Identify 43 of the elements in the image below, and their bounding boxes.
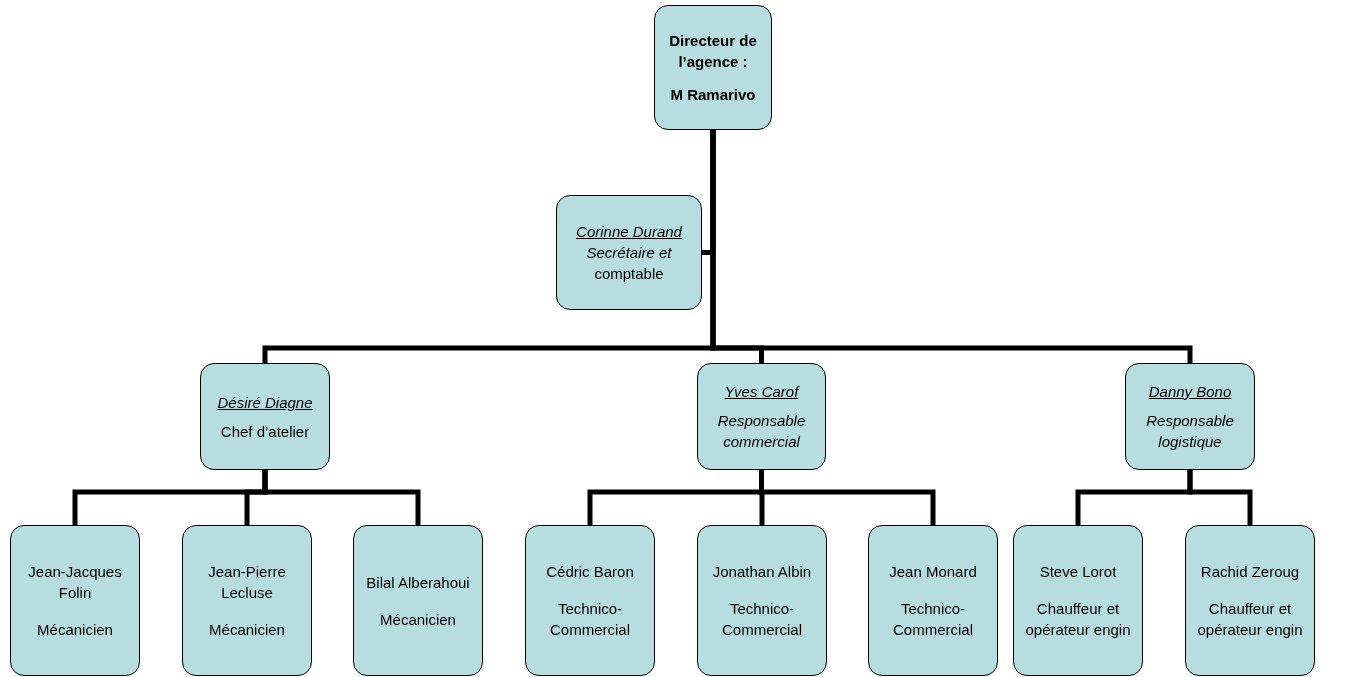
person-name: Yves Carof	[724, 382, 799, 402]
job-title: Technico-Commercial	[721, 599, 803, 640]
person-name: Steve Lorot	[1039, 562, 1117, 582]
person-box	[1125, 363, 1255, 470]
person-name: Rachid Zeroug	[1200, 562, 1300, 582]
job-title: Mécanicien	[380, 609, 456, 630]
person-box	[200, 363, 330, 470]
job-title: Mécanicien	[209, 620, 285, 640]
person-name: Cédric Baron	[546, 562, 634, 582]
job-title: Responsable commercial	[716, 411, 807, 452]
person-box	[697, 525, 827, 676]
person-box	[1185, 525, 1315, 676]
person-box	[556, 195, 702, 310]
person-box	[697, 363, 826, 470]
job-title: Chef d’atelier	[220, 421, 310, 442]
person-name: Jean-Pierre Lecluse	[207, 562, 287, 603]
job-title: Secrétaire et comptable	[585, 243, 673, 284]
person-name: Danny Bono	[1148, 382, 1232, 402]
person-box	[654, 5, 772, 130]
person-name: Bilal Alberahoui	[366, 572, 470, 593]
connector-line	[759, 470, 936, 525]
person-box	[182, 525, 312, 676]
person-box	[353, 525, 483, 676]
person-box	[1013, 525, 1143, 676]
person-name: Directeur de l’agence :	[668, 31, 758, 72]
job-title: Technico-Commercial	[892, 599, 974, 640]
job-title: Chauffeur et opérateur engin	[1024, 599, 1132, 640]
person-name: Désiré Diagne	[217, 392, 313, 413]
job-title: M Ramarivo	[670, 85, 756, 105]
connector-line	[1187, 470, 1253, 525]
person-box	[10, 525, 140, 676]
person-name: Jean-Jacques Folin	[27, 562, 123, 603]
person-name: Jonathan Albin	[712, 562, 812, 582]
job-title: Technico-Commercial	[549, 599, 631, 640]
connector-line	[710, 130, 1193, 363]
job-title: Responsable logistique	[1145, 411, 1235, 452]
person-name: Jean Monard	[889, 562, 977, 582]
person-box	[868, 525, 998, 676]
job-title: Chauffeur et opérateur engin	[1196, 599, 1304, 640]
connector-line	[262, 470, 421, 525]
person-name: Corinne Durand	[576, 222, 682, 242]
person-box	[525, 525, 655, 676]
job-title: Mécanicien	[37, 620, 113, 640]
